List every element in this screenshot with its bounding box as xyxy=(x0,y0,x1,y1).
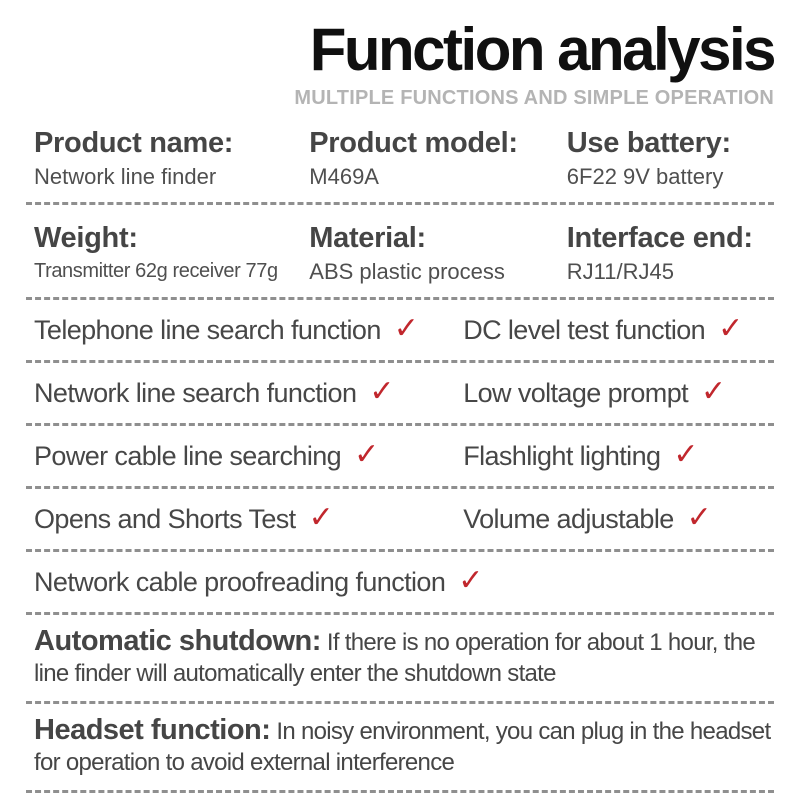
spec-label: Interface end: xyxy=(566,222,753,254)
function-label: Network line search function xyxy=(34,378,357,408)
spec-value: ABS plastic process xyxy=(309,259,505,284)
function-telephone-line-search: Telephone line search function ✓ xyxy=(34,311,463,347)
function-row-3: Power cable line searching ✓ Flashlight … xyxy=(26,426,774,486)
function-low-voltage-prompt: Low voltage prompt ✓ xyxy=(463,374,774,410)
checkmark-icon: ✓ xyxy=(718,311,744,345)
spec-material: Material: ABS plastic process xyxy=(309,221,567,285)
note-text: In noisy environment, you can plug in th… xyxy=(34,718,771,776)
divider xyxy=(26,423,774,426)
spec-value: RJ11/RJ45 xyxy=(566,259,674,284)
spec-value: M469A xyxy=(309,164,379,189)
divider xyxy=(26,701,774,704)
spec-interface-end: Interface end: RJ11/RJ45 xyxy=(567,221,774,285)
function-label: Network cable proofreading function xyxy=(34,567,446,597)
spec-label: Product name: xyxy=(34,127,234,159)
checkmark-icon: ✓ xyxy=(369,374,395,408)
function-label: Flashlight lighting xyxy=(463,441,661,471)
checkmark-icon: ✓ xyxy=(393,311,419,345)
spec-row-1: Product name: Network line finder Produc… xyxy=(26,110,774,202)
divider xyxy=(26,486,774,489)
function-label: Volume adjustable xyxy=(463,504,674,534)
divider xyxy=(26,360,774,363)
function-label: Telephone line search function xyxy=(34,315,381,345)
checkmark-icon: ✓ xyxy=(701,374,727,408)
spec-label: Weight: xyxy=(34,222,138,254)
spec-weight: Weight: Transmitter 62g receiver 77g xyxy=(34,221,309,285)
note-headset-function: Headset function: In noisy environment, … xyxy=(26,704,774,790)
checkmark-icon: ✓ xyxy=(458,563,484,597)
function-opens-shorts-test: Opens and Shorts Test ✓ xyxy=(34,500,463,536)
note-title: Automatic shutdown: xyxy=(34,625,321,657)
divider xyxy=(26,549,774,552)
function-label: Opens and Shorts Test xyxy=(34,504,296,534)
function-network-cable-proofreading: Network cable proofreading function ✓ xyxy=(34,563,774,599)
page-title: Function analysis xyxy=(309,16,777,83)
checkmark-icon: ✓ xyxy=(673,437,699,471)
note-automatic-shutdown: Automatic shutdown: If there is no opera… xyxy=(26,615,774,701)
spec-value: Transmitter 62g receiver 77g xyxy=(34,260,278,282)
function-label: DC level test function xyxy=(463,315,706,345)
function-dc-level-test: DC level test function ✓ xyxy=(463,311,774,347)
function-row-2: Network line search function ✓ Low volta… xyxy=(26,363,774,423)
function-flashlight-lighting: Flashlight lighting ✓ xyxy=(463,437,774,473)
checkmark-icon: ✓ xyxy=(354,437,380,471)
function-row-4: Opens and Shorts Test ✓ Volume adjustabl… xyxy=(26,489,774,549)
divider xyxy=(26,297,774,300)
function-label: Low voltage prompt xyxy=(463,378,689,408)
note-title: Headset function: xyxy=(34,714,271,746)
spec-label: Use battery: xyxy=(566,127,731,159)
page-subtitle: MULTIPLE FUNCTIONS AND SIMPLE OPERATION xyxy=(294,87,774,109)
spec-product-model: Product model: M469A xyxy=(309,126,567,190)
divider xyxy=(26,202,774,205)
checkmark-icon: ✓ xyxy=(308,500,334,534)
function-row-5: Network cable proofreading function ✓ xyxy=(26,552,774,612)
spec-label: Material: xyxy=(309,222,426,254)
function-row-1: Telephone line search function ✓ DC leve… xyxy=(26,300,774,360)
spec-value: 6F22 9V battery xyxy=(566,164,724,189)
function-volume-adjustable: Volume adjustable ✓ xyxy=(463,500,774,536)
note-text: If there is no operation for about 1 hou… xyxy=(34,629,756,687)
spec-row-2: Weight: Transmitter 62g receiver 77g Mat… xyxy=(26,205,774,297)
spec-product-name: Product name: Network line finder xyxy=(34,126,309,190)
function-label: Power cable line searching xyxy=(34,441,342,471)
spec-use-battery: Use battery: 6F22 9V battery xyxy=(567,126,774,190)
function-power-cable-search: Power cable line searching ✓ xyxy=(34,437,463,473)
spec-value: Network line finder xyxy=(34,164,217,189)
checkmark-icon: ✓ xyxy=(686,500,712,534)
divider xyxy=(26,790,774,793)
spec-label: Product model: xyxy=(309,127,518,159)
divider xyxy=(26,612,774,615)
header: Function analysis MULTIPLE FUNCTIONS AND… xyxy=(26,14,777,110)
function-network-line-search: Network line search function ✓ xyxy=(34,374,463,410)
